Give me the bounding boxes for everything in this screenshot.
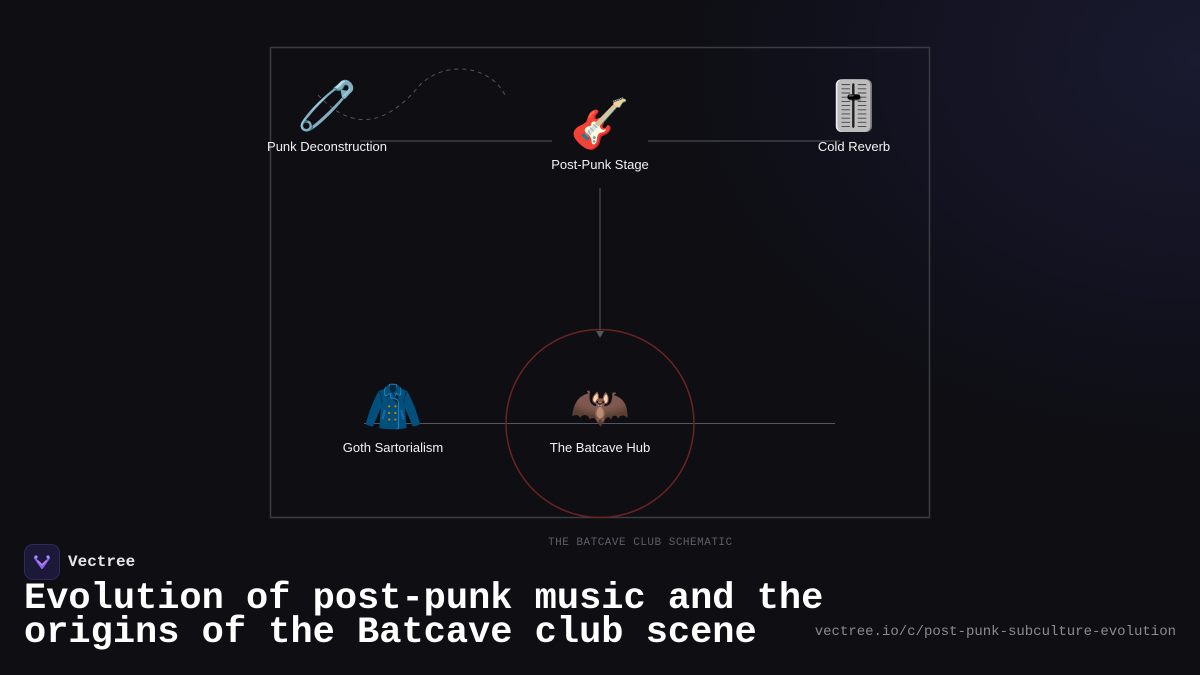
- node-label: Post-Punk Stage: [551, 157, 649, 172]
- guitar-icon: 🎸: [570, 96, 630, 152]
- bat-icon: 🦇: [570, 379, 630, 435]
- page-url[interactable]: vectree.io/c/post-punk-subculture-evolut…: [814, 624, 1176, 640]
- node-batcave-hub: 🦇 The Batcave Hub: [550, 379, 650, 455]
- node-post-punk-stage: 🎸 Post-Punk Stage: [551, 96, 649, 172]
- node-label: Punk Deconstruction: [267, 139, 387, 154]
- node-punk-deconstruction: 🧷 Punk Deconstruction: [267, 78, 387, 154]
- brand: Vectree: [24, 544, 135, 580]
- brand-name: Vectree: [68, 553, 136, 571]
- node-cold-reverb: 🎚️ Cold Reverb: [818, 78, 890, 154]
- node-label: The Batcave Hub: [549, 440, 651, 455]
- level-slider-icon: 🎚️: [824, 78, 884, 134]
- node-goth-sartorialism: 🧥 Goth Sartorialism: [343, 379, 443, 455]
- page-title: Evolution of post-punk music and the ori…: [24, 578, 824, 654]
- diagram-caption: THE BATCAVE CLUB SCHEMATIC: [548, 537, 733, 549]
- arrowhead: [596, 331, 604, 338]
- dashed-curve: [317, 68, 506, 120]
- vectree-logo-icon: [24, 544, 60, 580]
- node-label: Cold Reverb: [817, 139, 891, 154]
- hub-ring: [505, 328, 695, 519]
- safety-pin-icon: 🧷: [297, 78, 357, 134]
- coat-icon: 🧥: [363, 379, 423, 435]
- node-label: Goth Sartorialism: [342, 440, 444, 455]
